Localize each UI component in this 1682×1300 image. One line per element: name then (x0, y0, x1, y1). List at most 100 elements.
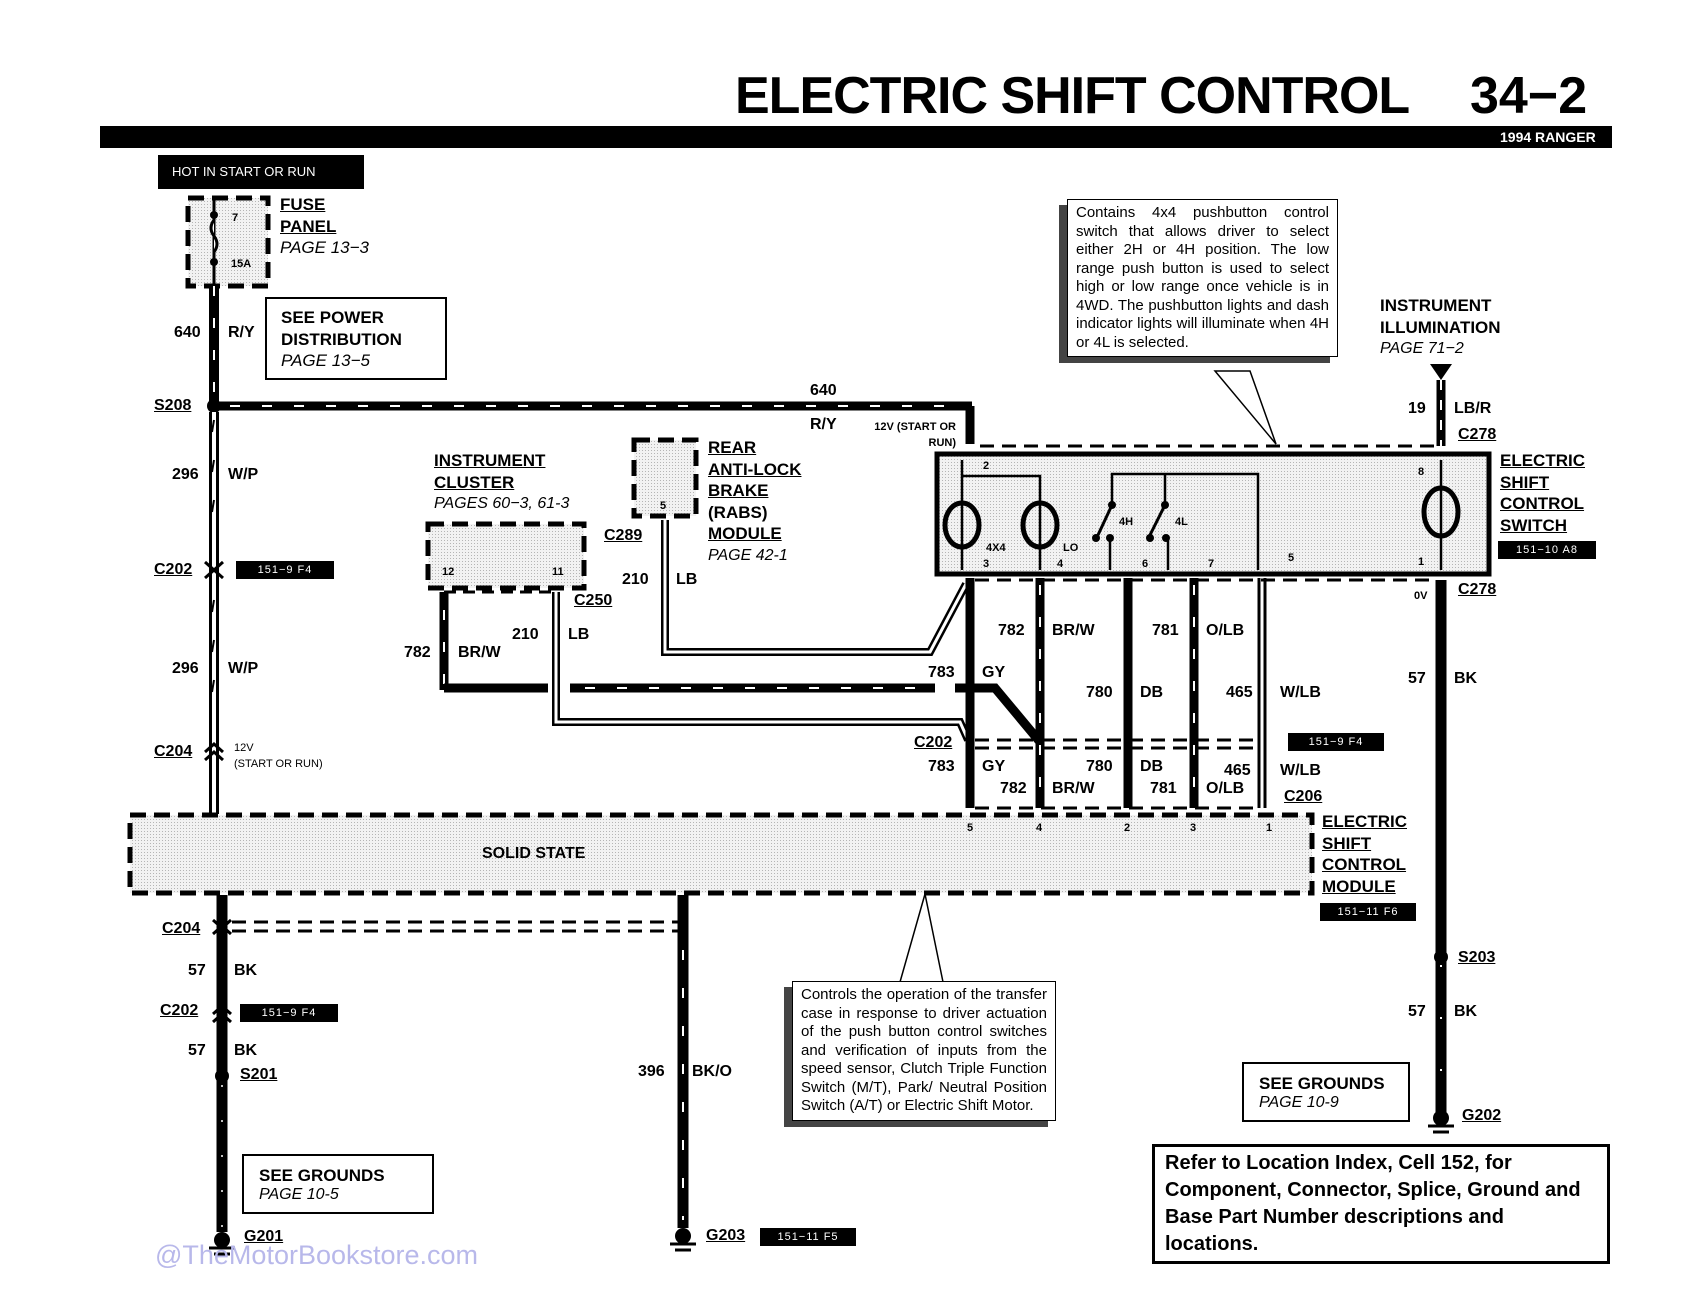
wire-296-lower-circuit: 296 (172, 660, 199, 677)
wire-780-circuit: 780 (1086, 684, 1113, 701)
lower-465-color: W/LB (1280, 762, 1321, 779)
wire-210-rabs-circuit: 210 (622, 571, 649, 588)
vehicle-label: 1994 RANGER (1500, 129, 1596, 145)
see-power-distribution-box[interactable]: SEE POWER DISTRIBUTION PAGE 13−5 (265, 297, 447, 380)
module-pin-2: 2 (1124, 822, 1131, 834)
switch-pin-3: 3 (983, 558, 990, 570)
switch-output-wires (965, 578, 1267, 808)
wire-57-right-lower-color: BK (1454, 1003, 1478, 1020)
switch-4h-label: 4H (1119, 516, 1134, 528)
ground-g203-icon (670, 1228, 696, 1252)
wire-57-right-lower-circuit: 57 (1408, 1003, 1426, 1020)
electric-shift-control-module-box (127, 812, 1315, 896)
wire-780-color: DB (1140, 684, 1164, 701)
splice-s201-label: S201 (240, 1066, 278, 1083)
lamp-lo-icon (1020, 500, 1060, 550)
connector-c206-label: C206 (1284, 788, 1323, 805)
fuse-panel-label[interactable]: FUSE PANEL PAGE 13−3 (280, 195, 369, 257)
fuse-rating: 15A (231, 258, 252, 270)
connector-c204-lower-mark (212, 918, 232, 936)
switch-4l-icon (1148, 504, 1167, 536)
wire-210-rabs-color: LB (676, 571, 698, 588)
wire-640-color: R/Y (228, 324, 255, 341)
lower-781-color: O/LB (1206, 780, 1245, 797)
connector-c278-bottom-label: C278 (1458, 581, 1497, 598)
instrument-cluster-label[interactable]: INSTRUMENT CLUSTER PAGES 60−3, 61-3 (434, 451, 570, 512)
wire-57-right-upper-circuit: 57 (1408, 670, 1426, 687)
module-pin-1: 1 (1266, 822, 1273, 834)
rabs-module-label[interactable]: REAR ANTI-LOCK BRAKE (RABS) MODULE PAGE … (708, 438, 802, 564)
connector-c202-left-label: C202 (154, 561, 193, 578)
switch-4h-icon (1096, 504, 1114, 536)
c204-voltage-note: 12V (START OR RUN) (234, 742, 323, 770)
wire-782-right-circuit: 782 (998, 622, 1025, 639)
connector-c202-right-label: C202 (914, 734, 953, 751)
wire-57-left-upper-color: BK (234, 962, 258, 979)
connector-c204-left-mark (204, 741, 224, 762)
module-pin-5: 5 (967, 822, 974, 834)
rabs-box (631, 437, 699, 519)
lower-780-color: DB (1140, 758, 1164, 775)
switch-pin-4: 4 (1057, 558, 1064, 570)
wire-19-circuit: 19 (1408, 400, 1426, 417)
see-grounds-left-box[interactable]: SEE GROUNDS PAGE 10-5 (242, 1154, 434, 1214)
wire-210-left-color: LB (568, 626, 590, 643)
wire-640-top-note: 12V (START OR RUN) (874, 421, 956, 449)
wire-57-left-lower-circuit: 57 (188, 1042, 206, 1059)
connector-c202-left-mark (204, 560, 224, 580)
module-pin-4: 4 (1036, 822, 1043, 834)
wire-396-color: BK/O (692, 1063, 732, 1080)
ground-g202-icon (1428, 1110, 1454, 1134)
ground-g203-label: G203 (706, 1227, 746, 1244)
wire-781-circuit: 781 (1152, 622, 1179, 639)
module-description-callout: Controls the operation of the transfer c… (792, 981, 1056, 1121)
ref-switch: 151−10 A8 (1498, 541, 1596, 559)
switch-pin-2: 2 (983, 460, 990, 472)
fuse-panel-box (185, 195, 271, 289)
switch-description-callout: Contains 4x4 pushbutton control switch t… (1067, 199, 1338, 357)
see-grounds-right-box[interactable]: SEE GROUNDS PAGE 10-9 (1242, 1062, 1410, 1122)
wire-396-circuit: 396 (638, 1063, 665, 1080)
switch-pin-8: 8 (1418, 466, 1425, 478)
rabs-pin-5: 5 (660, 500, 667, 512)
connector-c204-left-label: C204 (154, 743, 193, 760)
switch-pin-5: 5 (1288, 552, 1295, 564)
zero-volt-label: 0V (1414, 590, 1428, 602)
watermark: @TheMotorBookstore.com (155, 1240, 479, 1270)
ground-g201-label: G201 (244, 1228, 284, 1245)
lower-783-color: GY (982, 758, 1006, 775)
wire-57-right-upper-color: BK (1454, 670, 1478, 687)
ground-g202-label: G202 (1462, 1107, 1502, 1124)
switch-pin-6: 6 (1142, 558, 1149, 570)
connector-c204-lower-label: C204 (162, 920, 201, 937)
electric-shift-control-switch-label[interactable]: ELECTRIC SHIFT CONTROL SWITCH (1500, 451, 1585, 535)
instrument-illumination-label[interactable]: INSTRUMENT ILLUMINATION PAGE 71−2 (1380, 296, 1501, 357)
wire-640-top-circuit: 640 (810, 382, 837, 399)
lower-782-color: BR/W (1052, 780, 1095, 797)
fuse-panel-page-link[interactable]: PAGE 13−3 (280, 238, 369, 257)
switch-4l-label: 4L (1175, 516, 1188, 528)
wire-640-circuit: 640 (174, 324, 201, 341)
connector-c289-label: C289 (604, 527, 643, 544)
callout-switch-pointer (1213, 370, 1277, 445)
switch-pin-1: 1 (1418, 556, 1425, 568)
wire-781-color: O/LB (1206, 622, 1245, 639)
lower-781-circuit: 781 (1150, 780, 1177, 797)
lower-783-circuit: 783 (928, 758, 955, 775)
arrow-instrument-illumination (1430, 364, 1452, 380)
ref-module: 151−11 F6 (1320, 903, 1416, 921)
wire-783-circuit: 783 (928, 664, 955, 681)
callout-module-pointer (899, 893, 944, 983)
wire-782-right-color: BR/W (1052, 622, 1095, 639)
electric-shift-control-module-label[interactable]: ELECTRIC SHIFT CONTROL MODULE (1322, 812, 1407, 896)
wire-210-cluster (552, 592, 972, 742)
lamp-4x4-label: 4X4 (986, 542, 1006, 554)
wire-210-left-circuit: 210 (512, 626, 539, 643)
ref-c202-right: 151−9 F4 (1288, 733, 1384, 751)
connector-c202-lower-label: C202 (160, 1002, 199, 1019)
header-bar (100, 126, 1612, 148)
ground-g201-icon (209, 1232, 235, 1256)
splice-s203-label: S203 (1458, 949, 1496, 966)
page-title: ELECTRIC SHIFT CONTROL (735, 67, 1410, 125)
